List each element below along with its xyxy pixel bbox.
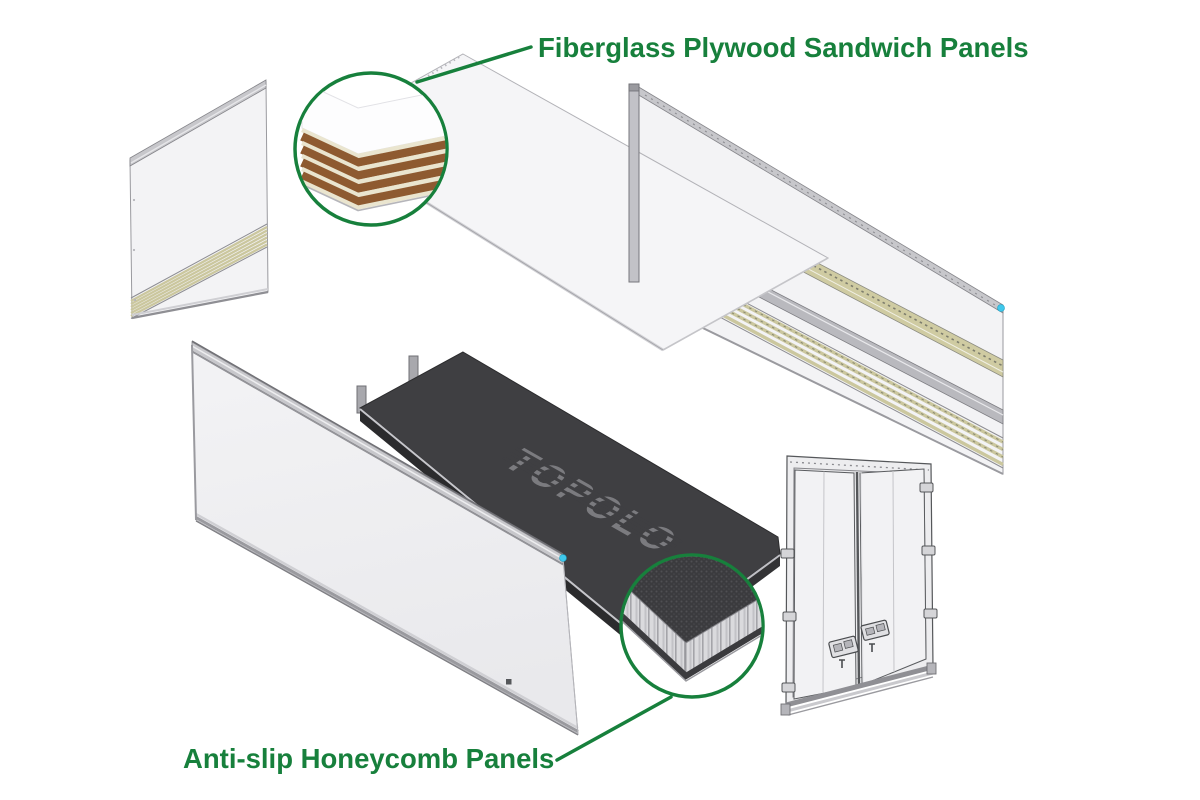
bottom-callout-label: Anti-slip Honeycomb Panels <box>183 743 554 774</box>
door-hinges <box>780 482 938 693</box>
honeycomb-callout <box>555 553 765 762</box>
right-door <box>859 468 927 686</box>
door-locks <box>828 619 890 668</box>
left-wall-bottom-rail <box>195 512 579 736</box>
roof-stitch-marks <box>427 55 462 77</box>
plywood-sandwich-graphic <box>300 81 446 212</box>
left-door <box>793 469 857 700</box>
corner-marker-dot <box>997 304 1005 312</box>
right-wall-corner-post <box>628 83 640 283</box>
left-side-wall-panel <box>191 340 579 736</box>
plywood-leader-line <box>415 45 533 84</box>
rear-door-assembly <box>780 455 938 716</box>
front-wall-panel <box>129 79 269 320</box>
left-wall-top-rail <box>191 340 564 566</box>
front-panel-stripe-band <box>130 223 268 319</box>
wall-fitting-mark <box>506 679 512 685</box>
plywood-callout <box>293 45 533 227</box>
door-sill <box>780 662 937 716</box>
corner-marker-dot <box>559 554 567 562</box>
top-callout-label: Fiberglass Plywood Sandwich Panels <box>538 32 1029 63</box>
honeycomb-leader-line <box>555 695 673 762</box>
